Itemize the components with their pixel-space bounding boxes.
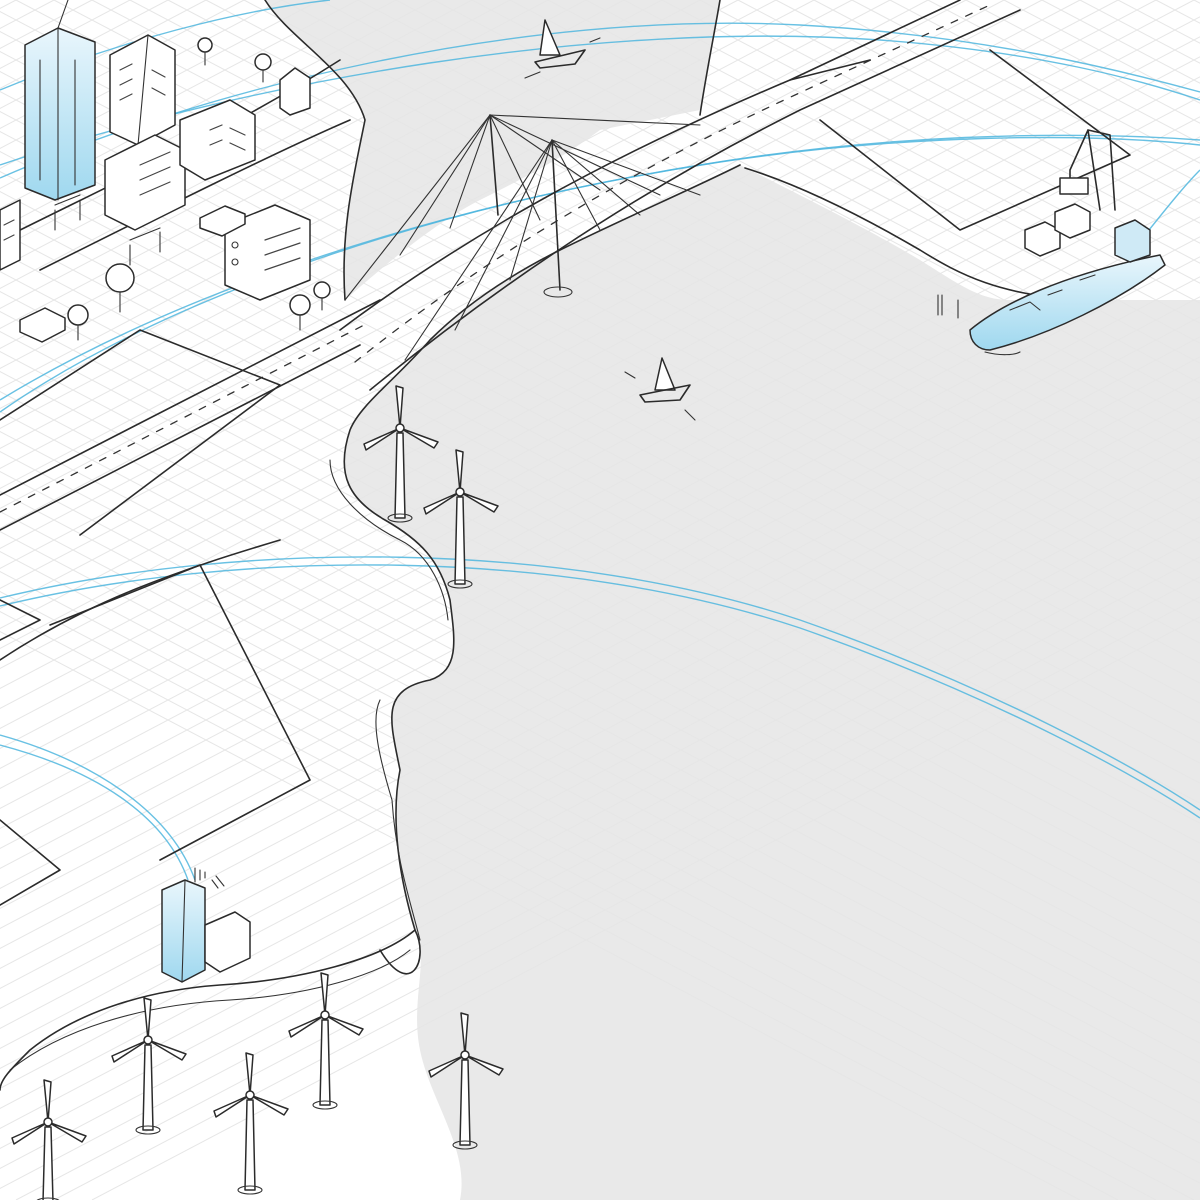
wind-turbine-icon — [213, 1052, 289, 1195]
bridge-pylon — [551, 139, 561, 291]
wind-turbine-icon — [11, 1079, 87, 1200]
city-road — [39, 119, 351, 271]
tree-icon — [197, 37, 213, 66]
network-link — [0, 744, 189, 881]
bollards — [937, 294, 959, 319]
field-block — [0, 329, 281, 536]
wind-turbine-icon — [423, 449, 499, 589]
coastal-road-edge — [0, 344, 361, 531]
shipping-container-icon — [1024, 203, 1091, 257]
office-building-icon — [179, 99, 256, 181]
network-link — [1144, 169, 1200, 236]
wind-turbine-icon — [111, 997, 187, 1135]
network-link — [0, 22, 1200, 179]
coast-edge-lower — [375, 699, 421, 941]
coast-edge — [329, 459, 449, 621]
tree-icon — [254, 53, 272, 83]
network-link — [0, 556, 1200, 811]
harbor-yard — [789, 59, 871, 81]
cable-stayed-bridge — [344, 114, 701, 361]
sailboat-icon — [524, 19, 601, 79]
bridge-deck — [369, 9, 1021, 391]
office-building-icon — [224, 204, 311, 301]
riverbank-west — [264, 0, 366, 301]
sailboat-icon — [624, 357, 696, 421]
house-icon — [279, 67, 311, 116]
bridge-pylon — [489, 114, 499, 216]
field-block — [0, 599, 41, 641]
network-link — [0, 136, 1200, 401]
wind-farm — [11, 385, 504, 1200]
wind-turbine-icon — [288, 972, 364, 1110]
playground — [54, 194, 161, 266]
harbor-yard — [819, 49, 1131, 231]
tree-icon — [67, 304, 89, 341]
city — [0, 0, 331, 343]
cargo-ship-icon — [969, 219, 1166, 356]
office-building-icon — [104, 134, 186, 231]
tree-icon — [289, 294, 311, 331]
network-link — [0, 35, 1200, 166]
coastal-road-edge — [0, 299, 381, 496]
car-icon — [199, 205, 246, 237]
office-building-icon — [109, 34, 176, 146]
bridge-deck — [339, 0, 961, 331]
office-building-icon — [0, 199, 21, 271]
harbor-crane-icon — [1059, 129, 1116, 211]
tree-icon — [313, 281, 331, 311]
wind-turbine-icon — [363, 385, 439, 523]
riverbank-east — [699, 0, 721, 116]
network-links — [0, 0, 1200, 881]
network-link — [0, 564, 1200, 819]
harbor-pier — [744, 167, 1081, 301]
coastal-road-markings — [0, 321, 371, 513]
harbor-road — [0, 539, 281, 661]
network-link — [0, 734, 196, 881]
bridge-cables — [344, 114, 701, 361]
wind-turbine-icon — [428, 1012, 504, 1150]
skyscraper-icon — [24, 0, 96, 201]
coastline-lower — [0, 929, 416, 1091]
bridge-markings — [354, 4, 991, 363]
field-block — [49, 564, 311, 861]
car-icon — [19, 307, 66, 343]
coast-edge-bottom — [9, 949, 411, 1071]
tree-icon — [105, 263, 135, 313]
cell-tower-icon — [161, 867, 251, 983]
field-block — [0, 819, 61, 906]
land-and-roads — [0, 0, 1131, 1091]
